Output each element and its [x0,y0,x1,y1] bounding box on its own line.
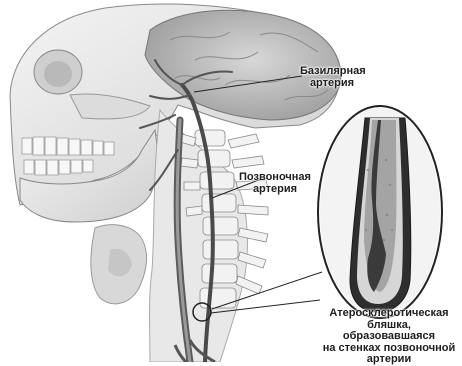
magnified-view [318,106,442,318]
label-basilar-artery: Базилярная артерия [300,66,364,89]
label-plaque: Атеросклеротическая бляшка, образовавшая… [320,308,458,366]
label-vertebral-artery: Позвоночная артерия [238,172,312,195]
